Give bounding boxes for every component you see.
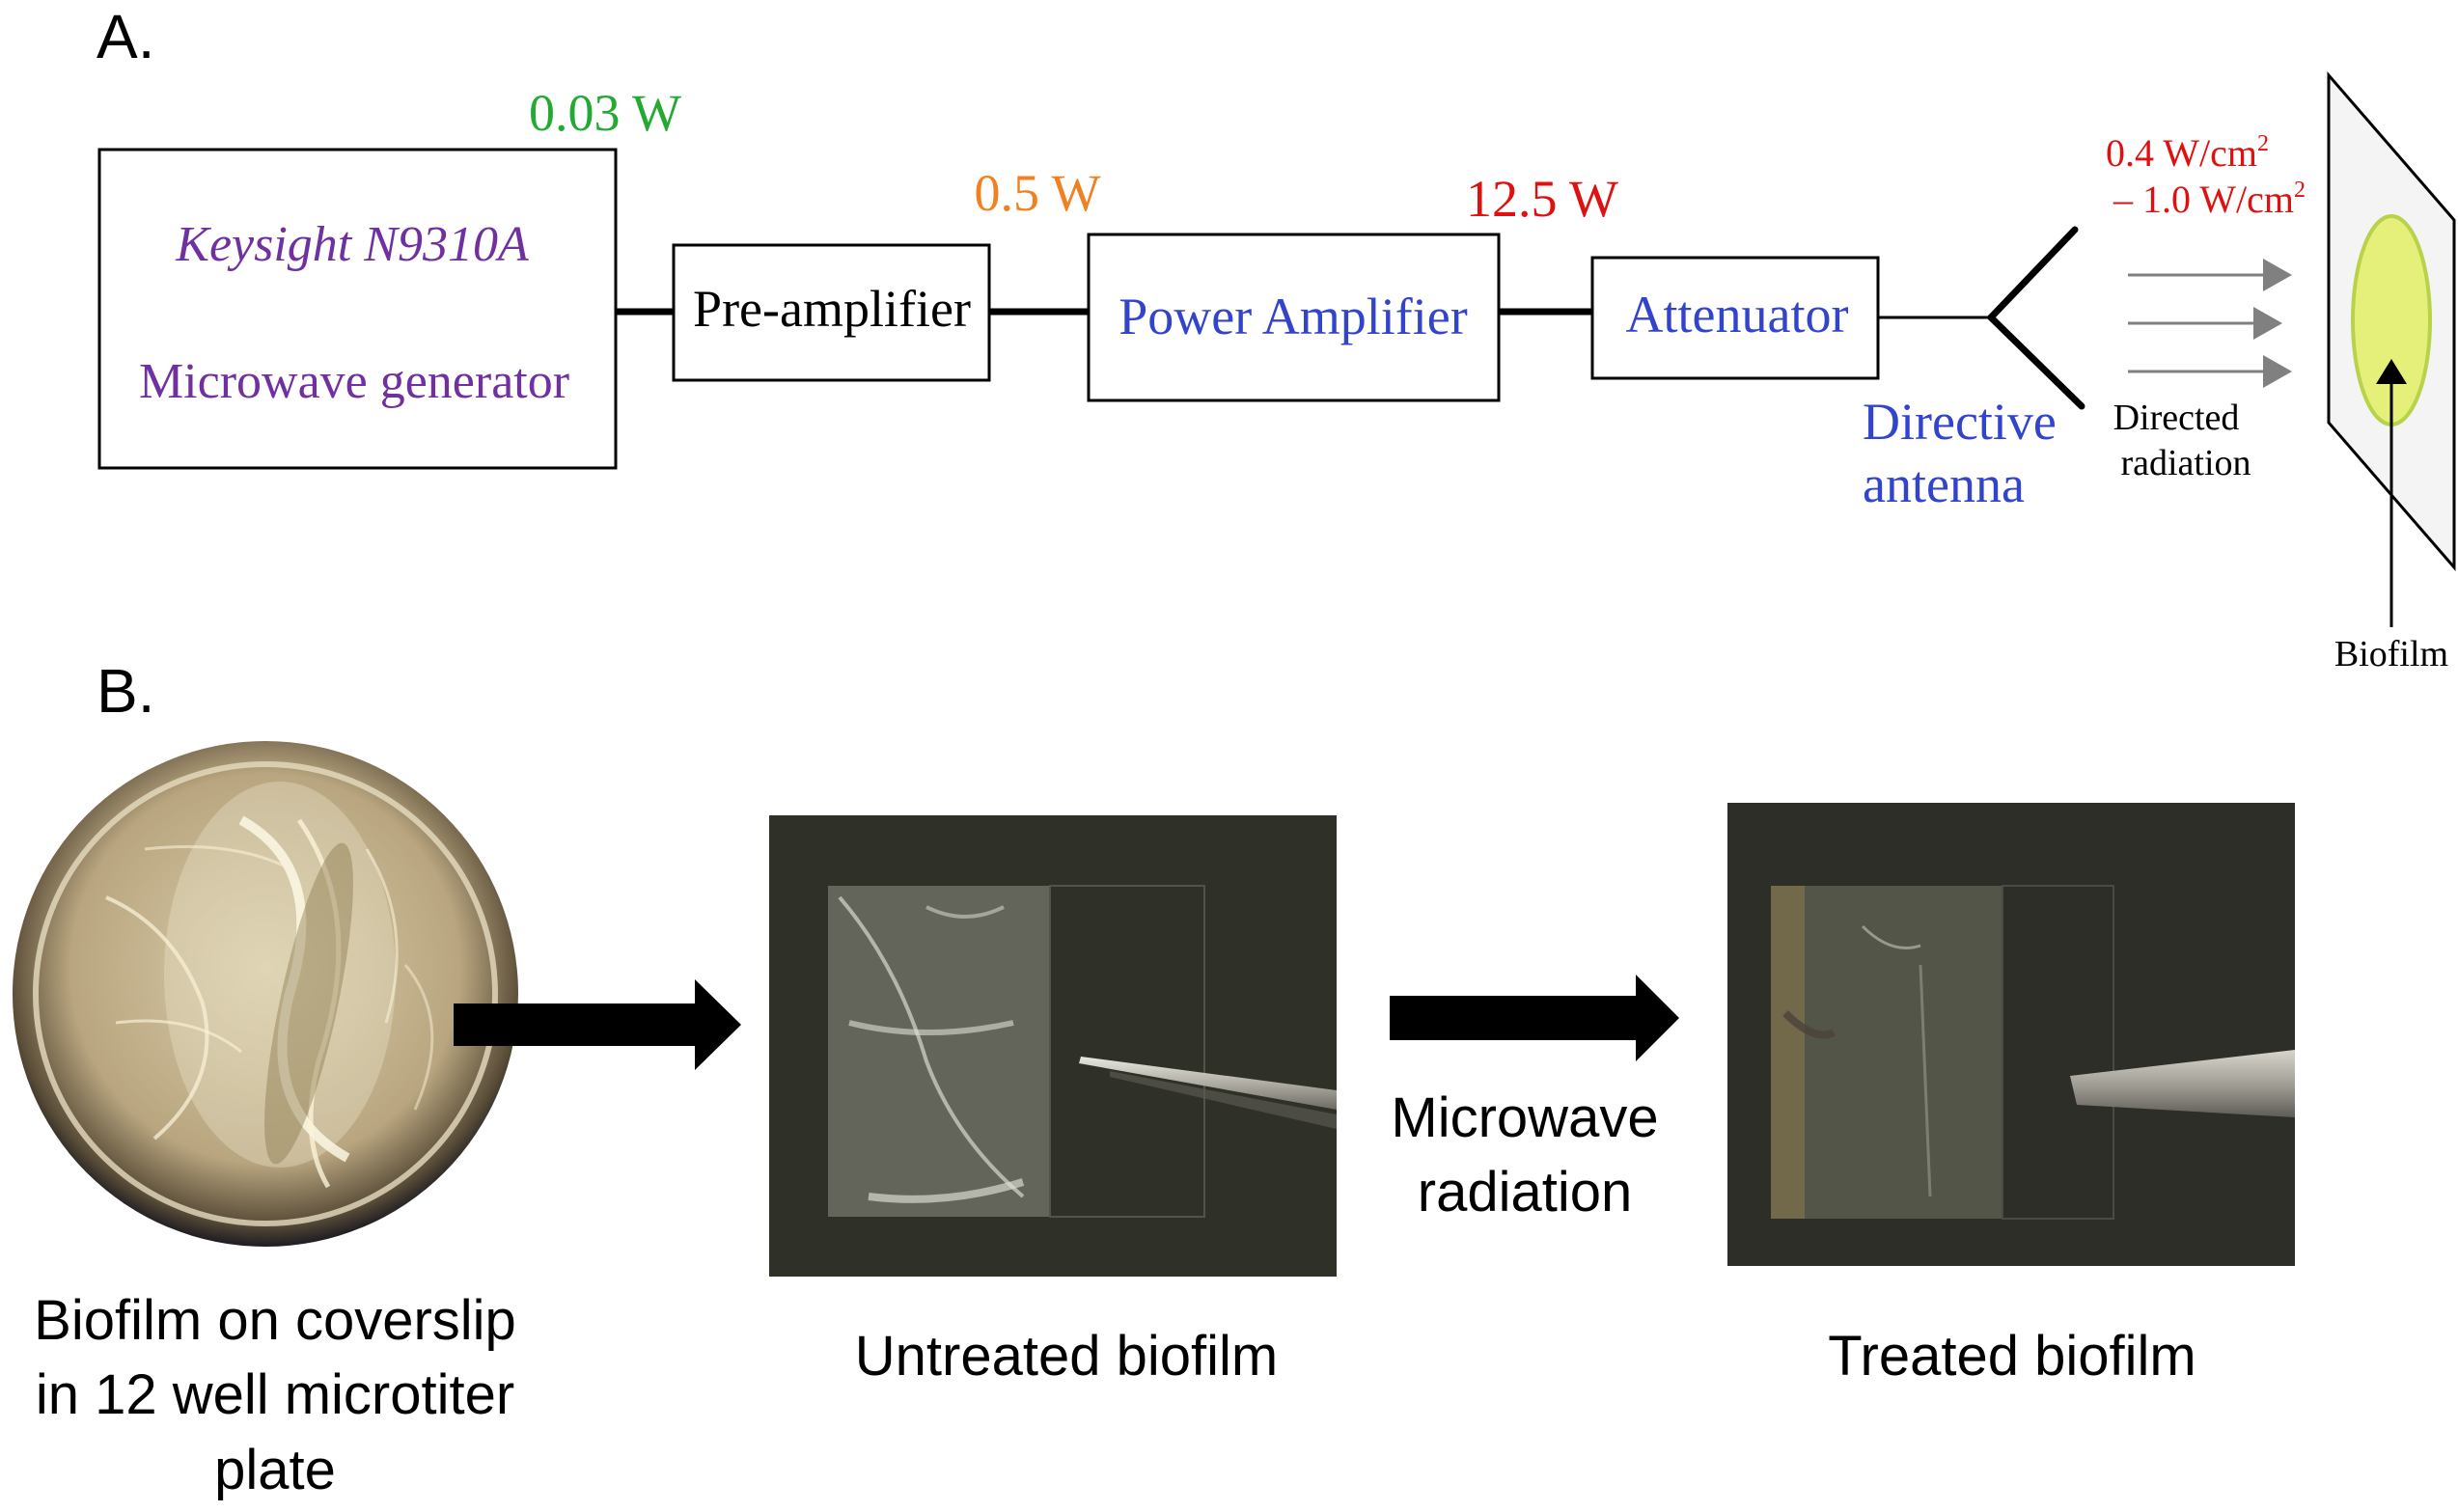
power-density-value1: 0.4 W/cm (2106, 131, 2257, 175)
directed-radiation-line2: radiation (2120, 443, 2251, 483)
attenuator-box: Attenuator (1590, 256, 1880, 380)
panel-a-label: A. (97, 2, 154, 71)
directed-radiation-line1: Directed (2113, 398, 2240, 438)
generator-name: Microwave generator (139, 354, 569, 409)
power-density-line2: – 1.0 W/cm2 (2113, 178, 2306, 221)
directive-antenna-icon (1987, 226, 2085, 410)
panel-b-label: B. (97, 656, 154, 726)
caption-well-line3: plate (214, 1439, 336, 1501)
well-plate-photo (13, 741, 518, 1247)
caption-well-line1: Biofilm on coverslip (34, 1289, 516, 1352)
power-density-sup1: 2 (2257, 131, 2269, 156)
power-level-preamp: 0.5 W (975, 164, 1101, 222)
power-amplifier-box: Power Amplifier (1087, 233, 1501, 402)
treated-biofilm-photo (1727, 803, 2295, 1266)
biofilm-plate (2327, 70, 2456, 627)
power-amplifier-label: Power Amplifier (1119, 288, 1467, 345)
caption-untreated: Untreated biofilm (855, 1325, 1278, 1388)
arrow-to-untreated (454, 979, 741, 1070)
preamplifier-label: Pre-amplifier (693, 280, 971, 338)
caption-treated: Treated biofilm (1828, 1325, 2196, 1388)
treatment-label-line2: radiation (1418, 1161, 1632, 1223)
attenuator-label: Attenuator (1626, 286, 1849, 344)
generator-model: Keysight N9310A (175, 217, 529, 272)
radiation-arrows (2128, 259, 2292, 388)
power-level-amplifier: 12.5 W (1466, 170, 1618, 228)
caption-well-line2: in 12 well microtiter (36, 1363, 514, 1426)
power-level-generator: 0.03 W (529, 84, 681, 142)
antenna-label-line1: Directive (1863, 393, 2057, 451)
biofilm-label: Biofilm (2334, 634, 2448, 674)
untreated-biofilm-photo (769, 815, 1337, 1277)
power-density-sup2: 2 (2294, 178, 2306, 203)
preamplifier-box: Pre-amplifier (672, 243, 991, 382)
treatment-label-line1: Microwave (1391, 1086, 1658, 1149)
power-density-value2: – 1.0 W/cm (2113, 178, 2294, 221)
arrow-to-treated (1390, 975, 1679, 1061)
antenna-label-line2: antenna (1863, 455, 2025, 513)
microwave-generator-box: Keysight N9310A Microwave generator (97, 148, 618, 470)
power-density-line1: 0.4 W/cm2 (2106, 131, 2269, 175)
